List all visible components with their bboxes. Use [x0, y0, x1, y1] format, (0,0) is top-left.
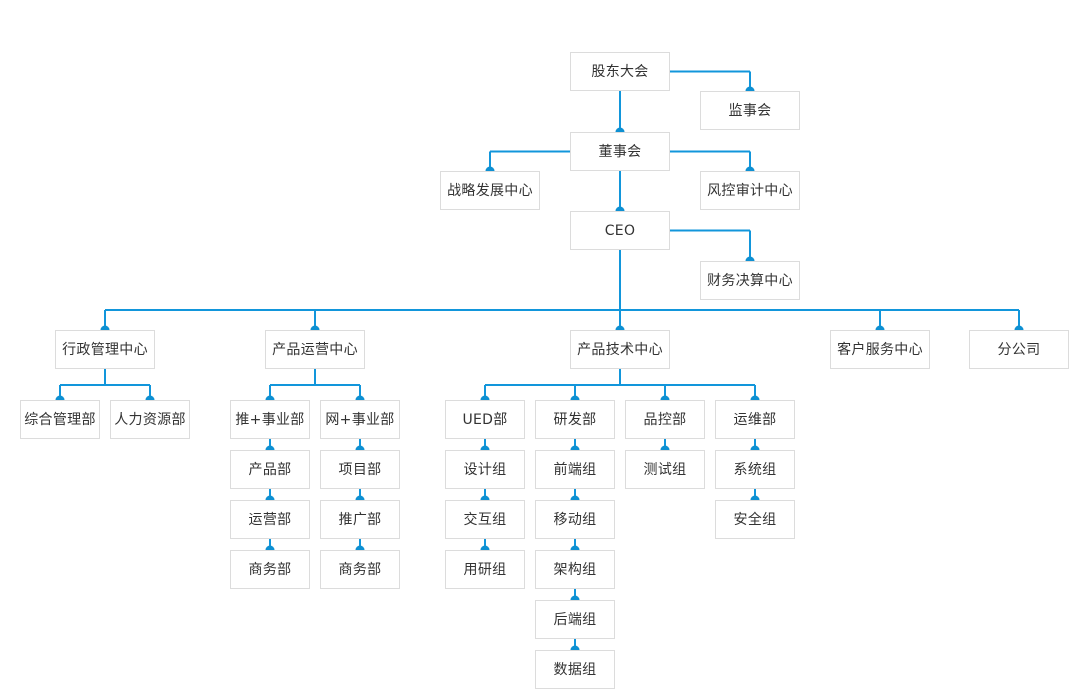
org-node-label: 推广部	[338, 511, 382, 528]
org-node-label: 架构组	[553, 561, 597, 578]
org-node[interactable]: 后端组	[535, 600, 615, 639]
org-node-label: 产品部	[248, 461, 292, 478]
org-node-label: 研发部	[553, 411, 597, 428]
org-node[interactable]: 行政管理中心	[55, 330, 155, 369]
org-node-label: 项目部	[338, 461, 382, 478]
org-node[interactable]: 品控部	[625, 400, 705, 439]
org-node[interactable]: 用研组	[445, 550, 525, 589]
org-node-label: 客户服务中心	[837, 341, 923, 358]
org-node-label: 网+事业部	[325, 411, 395, 428]
org-node-label: 风控审计中心	[707, 182, 793, 199]
org-node[interactable]: 移动组	[535, 500, 615, 539]
org-node[interactable]: 网+事业部	[320, 400, 400, 439]
org-node[interactable]: 交互组	[445, 500, 525, 539]
org-node[interactable]: 客户服务中心	[830, 330, 930, 369]
org-node[interactable]: 产品部	[230, 450, 310, 489]
org-node-label: 产品技术中心	[577, 341, 663, 358]
org-node[interactable]: 产品运营中心	[265, 330, 365, 369]
org-node-label: 交互组	[463, 511, 507, 528]
org-node[interactable]: 商务部	[230, 550, 310, 589]
org-node[interactable]: 分公司	[969, 330, 1069, 369]
org-node-label: 监事会	[728, 102, 772, 119]
org-node[interactable]: 研发部	[535, 400, 615, 439]
org-node[interactable]: CEO	[570, 211, 670, 250]
org-node-label: 安全组	[733, 511, 777, 528]
org-node-label: 战略发展中心	[447, 182, 533, 199]
org-node-label: 人力资源部	[114, 411, 186, 428]
org-node[interactable]: 项目部	[320, 450, 400, 489]
org-node-label: 股东大会	[591, 63, 649, 80]
org-node-label: 数据组	[553, 661, 597, 678]
org-node-label: 商务部	[248, 561, 292, 578]
org-node-label: 推+事业部	[235, 411, 305, 428]
org-node[interactable]: 运营部	[230, 500, 310, 539]
org-node[interactable]: 商务部	[320, 550, 400, 589]
org-node[interactable]: 股东大会	[570, 52, 670, 91]
org-node[interactable]: 架构组	[535, 550, 615, 589]
org-node[interactable]: 运维部	[715, 400, 795, 439]
org-node[interactable]: 系统组	[715, 450, 795, 489]
org-node-label: 分公司	[997, 341, 1041, 358]
org-node-label: 设计组	[463, 461, 507, 478]
org-node[interactable]: 测试组	[625, 450, 705, 489]
org-node[interactable]: 风控审计中心	[700, 171, 800, 210]
org-node-label: UED部	[462, 411, 508, 428]
org-node[interactable]: 人力资源部	[110, 400, 190, 439]
org-node-label: 运维部	[733, 411, 777, 428]
org-node[interactable]: 产品技术中心	[570, 330, 670, 369]
org-node[interactable]: UED部	[445, 400, 525, 439]
org-node-label: 财务决算中心	[707, 272, 793, 289]
org-node[interactable]: 财务决算中心	[700, 261, 800, 300]
org-node-label: 行政管理中心	[62, 341, 148, 358]
org-node-label: CEO	[604, 222, 636, 239]
org-node[interactable]: 推广部	[320, 500, 400, 539]
org-node-label: 品控部	[643, 411, 687, 428]
org-node-label: 移动组	[553, 511, 597, 528]
org-node-label: 测试组	[643, 461, 687, 478]
org-node[interactable]: 安全组	[715, 500, 795, 539]
org-node-label: 前端组	[553, 461, 597, 478]
org-node[interactable]: 推+事业部	[230, 400, 310, 439]
org-node[interactable]: 数据组	[535, 650, 615, 689]
org-node[interactable]: 战略发展中心	[440, 171, 540, 210]
org-node-label: 用研组	[463, 561, 507, 578]
org-node-label: 产品运营中心	[272, 341, 358, 358]
org-node[interactable]: 董事会	[570, 132, 670, 171]
org-node[interactable]: 监事会	[700, 91, 800, 130]
org-node-label: 后端组	[553, 611, 597, 628]
org-node[interactable]: 综合管理部	[20, 400, 100, 439]
org-node[interactable]: 设计组	[445, 450, 525, 489]
org-node-label: 董事会	[598, 143, 642, 160]
org-node-label: 商务部	[338, 561, 382, 578]
org-node-label: 系统组	[733, 461, 777, 478]
org-node-label: 运营部	[248, 511, 292, 528]
org-node-label: 综合管理部	[24, 411, 96, 428]
org-node[interactable]: 前端组	[535, 450, 615, 489]
